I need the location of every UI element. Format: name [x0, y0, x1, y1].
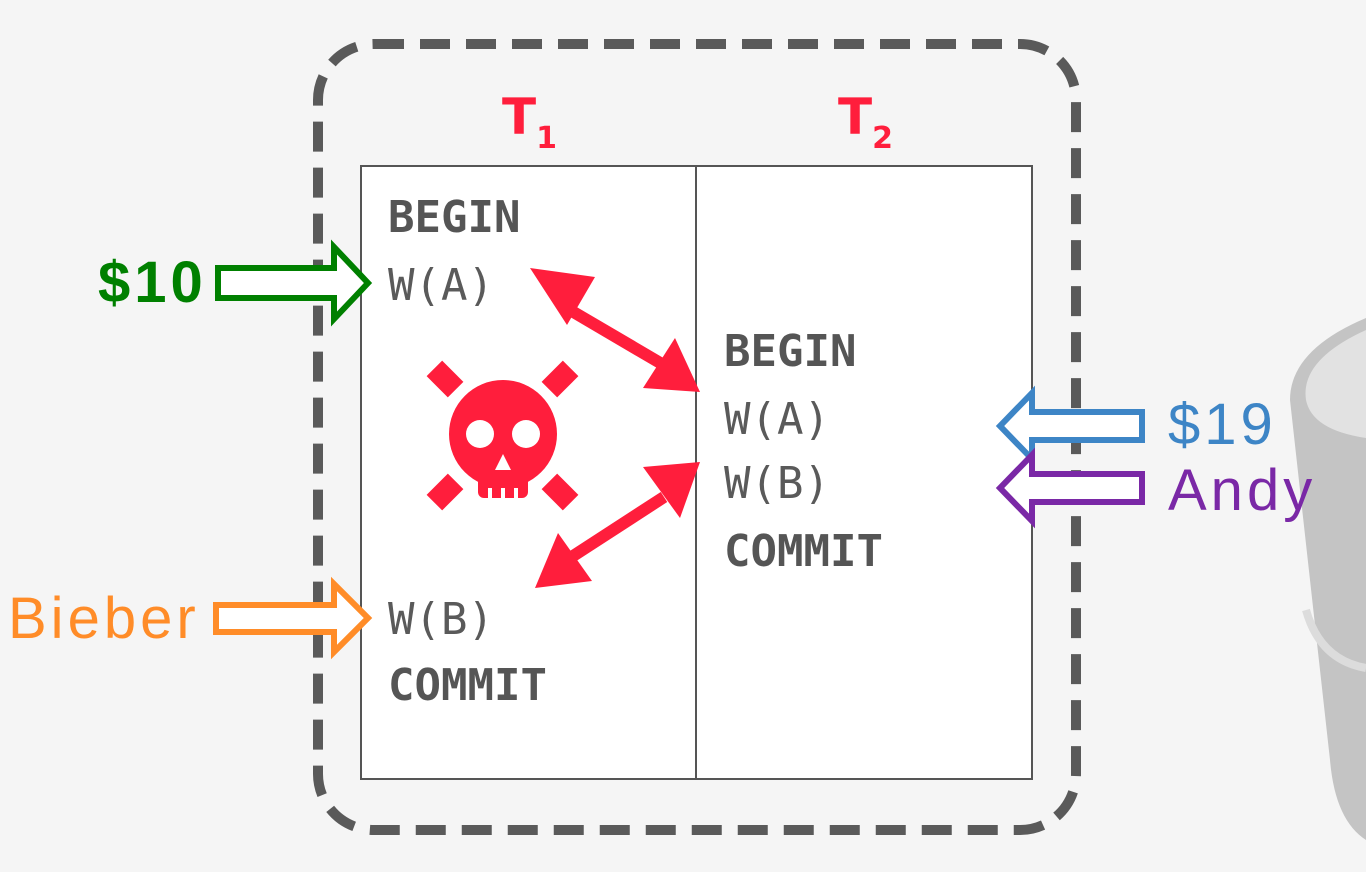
value-t2-b: Andy — [1168, 458, 1317, 523]
value-t1-a: $10 — [98, 250, 207, 315]
t1-write-b: W(B) — [388, 594, 494, 645]
database-icon — [1290, 318, 1366, 840]
t2-write-b: W(B) — [724, 458, 830, 509]
t2-header: T2 — [838, 88, 893, 156]
conflict-arrow-b — [535, 462, 700, 588]
t1-write-a: W(A) — [388, 260, 494, 311]
value-arrow-t1-b — [213, 576, 373, 660]
conflict-arrow-a — [530, 268, 700, 392]
t2-commit: COMMIT — [724, 526, 883, 577]
t2-write-a: W(A) — [724, 394, 830, 445]
value-arrow-t2-a — [995, 385, 1145, 467]
t1-begin: BEGIN — [388, 192, 521, 243]
t2-begin: BEGIN — [724, 326, 857, 377]
value-t2-a: $19 — [1168, 392, 1277, 457]
t1-header: T1 — [502, 88, 557, 156]
skull-crossbones-icon — [426, 360, 579, 511]
value-arrow-t1-a — [215, 239, 373, 327]
value-arrow-t2-b — [995, 447, 1145, 529]
value-t1-b: Bieber — [8, 586, 200, 651]
t1-commit: COMMIT — [388, 660, 547, 711]
